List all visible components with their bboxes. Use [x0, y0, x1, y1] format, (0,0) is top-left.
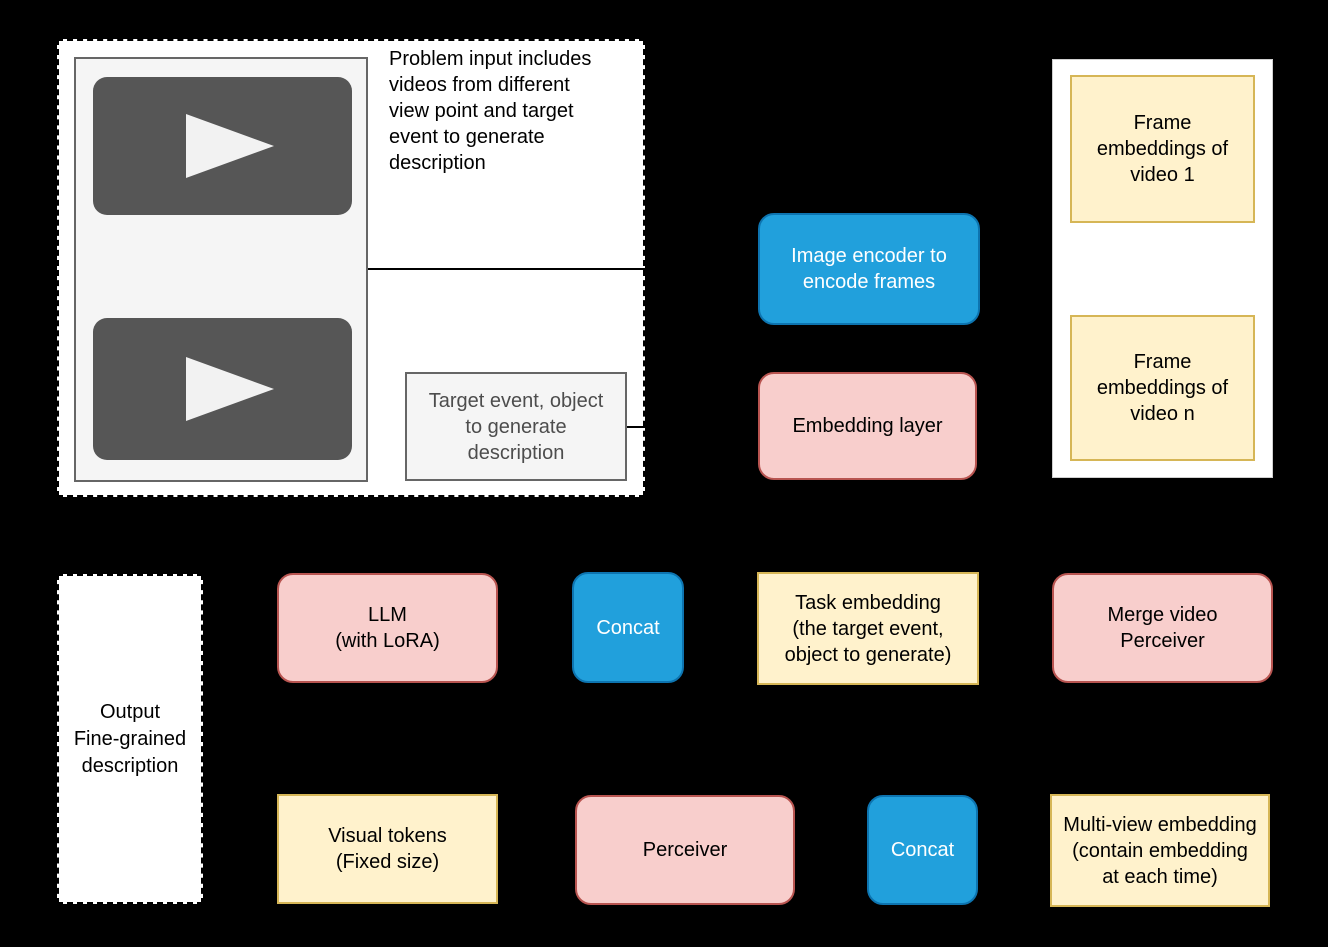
video-player-icon-2 — [93, 318, 352, 460]
target-event-box: Target event, object to generate descrip… — [405, 372, 627, 481]
connector-videos-to-encoder — [368, 268, 646, 270]
node-frame-embeddings-video-n: Frame embeddings of video n — [1070, 315, 1255, 461]
node-frame-embeddings-video-1: Frame embeddings of video 1 — [1070, 75, 1255, 223]
node-llm: LLM (with LoRA) — [277, 573, 498, 683]
node-concat-1: Concat — [572, 572, 684, 683]
node-perceiver: Perceiver — [575, 795, 795, 905]
node-concat-2: Concat — [867, 795, 978, 905]
play-icon — [186, 114, 274, 178]
node-task-embedding: Task embedding (the target event, object… — [757, 572, 979, 685]
node-embedding-layer: Embedding layer — [758, 372, 977, 480]
problem-input-note: Problem input includes videos from diffe… — [389, 48, 592, 174]
play-icon — [186, 357, 274, 421]
node-merge-video-perceiver: Merge video Perceiver — [1052, 573, 1273, 683]
node-multi-view-embedding: Multi-view embedding (contain embedding … — [1050, 794, 1270, 907]
node-image-encoder: Image encoder to encode frames — [758, 213, 980, 325]
connector-target-to-embedding — [627, 426, 646, 428]
node-visual-tokens: Visual tokens (Fixed size) — [277, 794, 498, 904]
output-panel: Output Fine-grained description — [57, 574, 203, 904]
video-player-icon-1 — [93, 77, 352, 215]
